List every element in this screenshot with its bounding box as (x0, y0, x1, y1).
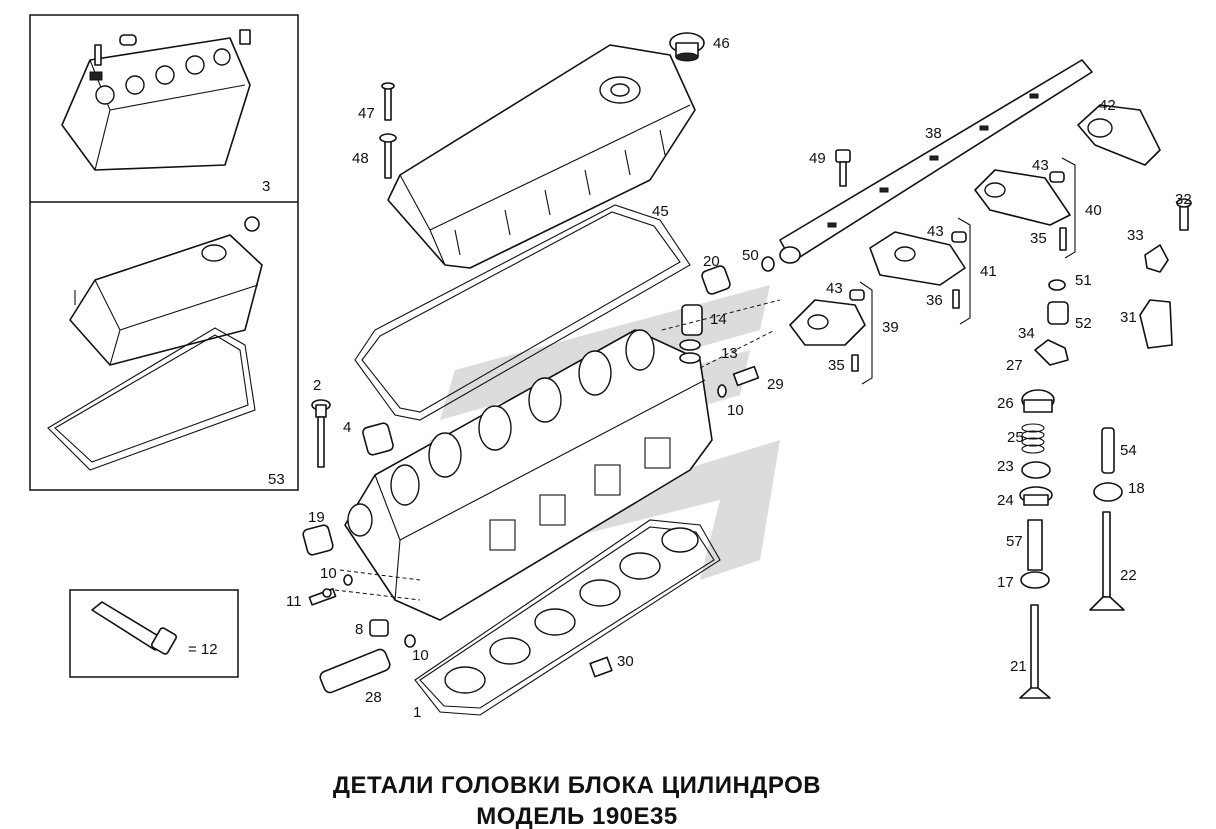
callout-32: 32 (1175, 191, 1192, 208)
callout-53: 53 (268, 471, 285, 488)
callout-36: 36 (926, 292, 943, 309)
callout-28: 28 (365, 689, 382, 706)
head-bolt (311, 399, 331, 468)
callout-43-a: 43 (1032, 157, 1049, 174)
callout-35-a: 35 (1030, 230, 1047, 247)
diagram-title-line1: ДЕТАЛИ ГОЛОВКИ БЛОКА ЦИЛИНДРОВ (333, 772, 821, 799)
bracket-31-33 (1139, 198, 1192, 349)
callout-10-a: 10 (320, 565, 337, 582)
rocker-arm-39 (789, 299, 866, 372)
bushing-19 (302, 524, 334, 556)
callout-43-b: 43 (927, 223, 944, 240)
callout-40: 40 (1085, 202, 1102, 219)
callout-20: 20 (703, 253, 720, 270)
callout-46: 46 (713, 35, 730, 52)
callout-24: 24 (997, 492, 1014, 509)
callout-21: 21 (1010, 658, 1027, 675)
callout-42: 42 (1099, 97, 1116, 114)
callout-10-b: 10 (412, 647, 429, 664)
cylinder-head (344, 329, 713, 621)
callout-13: 13 (721, 345, 738, 362)
oil-filler-cap (669, 32, 705, 62)
valve-cover (387, 44, 696, 269)
callout-43-c: 43 (826, 280, 843, 297)
cover-bolts (379, 82, 397, 179)
sensor-29 (732, 365, 760, 387)
callout-51: 51 (1075, 272, 1092, 289)
callout-2: 2 (313, 377, 321, 394)
valve-train (1019, 279, 1125, 699)
callout-14: 14 (710, 311, 727, 328)
callout-18: 18 (1128, 480, 1145, 497)
callout-39: 39 (882, 319, 899, 336)
callout-11: 11 (286, 593, 302, 610)
shaft-plug-50 (761, 256, 775, 272)
callout-54: 54 (1120, 442, 1137, 459)
inset-cylinder-head-assembly (61, 29, 251, 171)
fitting-30 (589, 656, 613, 678)
bushing-20 (701, 265, 731, 295)
inset-cover-gasket (47, 216, 263, 471)
rocker-arm-40 (974, 169, 1071, 251)
inset-frame-left (29, 14, 299, 491)
inset-sealant-tube (69, 589, 239, 678)
callout-38: 38 (925, 125, 942, 142)
diagram-title-line2: МОДЕЛЬ 190Е35 (476, 803, 677, 829)
rocker-arm-42 (1077, 104, 1161, 166)
callout-23: 23 (997, 458, 1014, 475)
rocker-arm-41 (869, 231, 966, 309)
callout-labels: 3 53 = 12 2 4 19 10 11 8 10 28 1 30 47 4… (188, 35, 1192, 721)
callout-4: 4 (343, 419, 351, 436)
bushing-4 (362, 422, 394, 456)
callout-50: 50 (742, 247, 759, 264)
callout-1: 1 (413, 704, 421, 721)
callout-8: 8 (355, 621, 363, 638)
callout-45: 45 (652, 203, 669, 220)
callout-26: 26 (997, 395, 1014, 412)
bolt-11 (308, 587, 337, 606)
callout-30: 30 (617, 653, 634, 670)
group-brackets (334, 157, 1076, 601)
cylinder-head-gasket (414, 519, 721, 716)
plug-8 (369, 619, 389, 637)
callout-10-c: 10 (727, 402, 744, 419)
rocker-shaft (779, 59, 1093, 264)
rocker-shims-43 (849, 171, 1065, 301)
bolt-49 (835, 149, 851, 187)
callout-35-b: 35 (828, 357, 845, 374)
washers-10 (343, 384, 727, 648)
callout-49: 49 (809, 150, 826, 167)
callout-57: 57 (1006, 533, 1023, 550)
callout-52: 52 (1075, 315, 1092, 332)
valve-cover-gasket (354, 204, 691, 421)
injector-sleeve (679, 304, 703, 364)
callout-33: 33 (1127, 227, 1144, 244)
callout-3: 3 (262, 178, 270, 195)
callout-12: = 12 (188, 641, 218, 658)
callout-48: 48 (352, 150, 369, 167)
callout-29: 29 (767, 376, 784, 393)
callout-34: 34 (1018, 325, 1035, 342)
callout-47: 47 (358, 105, 375, 122)
callout-41: 41 (980, 263, 997, 280)
callout-25: 25 (1007, 429, 1024, 446)
callout-22: 22 (1120, 567, 1137, 584)
callout-17: 17 (997, 574, 1014, 591)
pipe-28 (319, 648, 391, 694)
callout-27: 27 (1006, 357, 1023, 374)
callout-31: 31 (1120, 309, 1137, 326)
callout-19: 19 (308, 509, 325, 526)
